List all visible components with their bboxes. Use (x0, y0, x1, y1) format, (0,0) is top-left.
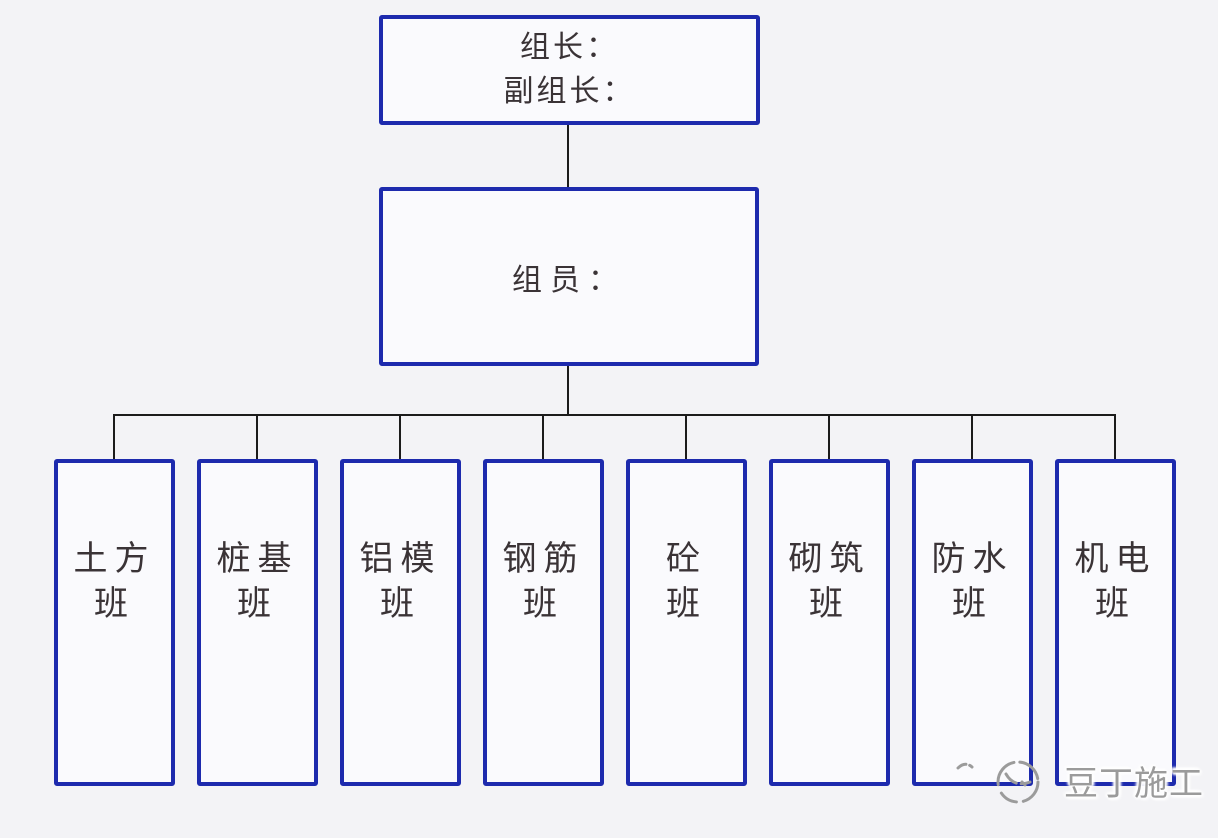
leader-box: 组长： 副组长： (379, 15, 760, 125)
team-label-line1: 机电 (1074, 541, 1157, 578)
team-label-line1: 砌筑 (788, 541, 871, 578)
leader-label: 组长： (520, 31, 619, 64)
team-label-line1: 砼 (666, 541, 707, 578)
watermark: 豆丁施工 (956, 752, 1204, 808)
watermark-text: 豆丁施工 (1064, 764, 1204, 803)
team-label-line2: 班 (809, 586, 850, 623)
team-label-line2: 班 (94, 586, 135, 623)
team-box: 砼 班 (626, 459, 747, 786)
team-box: 土方 班 (54, 459, 175, 786)
members-box: 组员： (379, 187, 759, 366)
team-box: 防水 班 (912, 459, 1033, 786)
team-label-line1: 防水 (931, 541, 1014, 578)
team-label-line1: 土方 (73, 541, 156, 578)
team-label-line2: 班 (380, 586, 421, 623)
team-label-line2: 班 (952, 586, 993, 623)
team-label-line1: 铝模 (359, 541, 442, 578)
deputy-leader-label: 副组长： (503, 75, 636, 108)
team-label-line1: 钢筋 (502, 541, 585, 578)
team-box: 钢筋 班 (483, 459, 604, 786)
team-label-line2: 班 (666, 586, 707, 623)
team-box: 机电 班 (1055, 459, 1176, 786)
docin-logo-icon (956, 760, 1040, 804)
team-box: 铝模 班 (340, 459, 461, 786)
team-label-line2: 班 (1095, 586, 1136, 623)
team-label-line2: 班 (237, 586, 278, 623)
team-label-line2: 班 (523, 586, 564, 623)
team-label-line1: 桩基 (216, 541, 299, 578)
team-box: 砌筑 班 (769, 459, 890, 786)
team-box: 桩基 班 (197, 459, 318, 786)
members-label: 组员： (512, 263, 626, 297)
